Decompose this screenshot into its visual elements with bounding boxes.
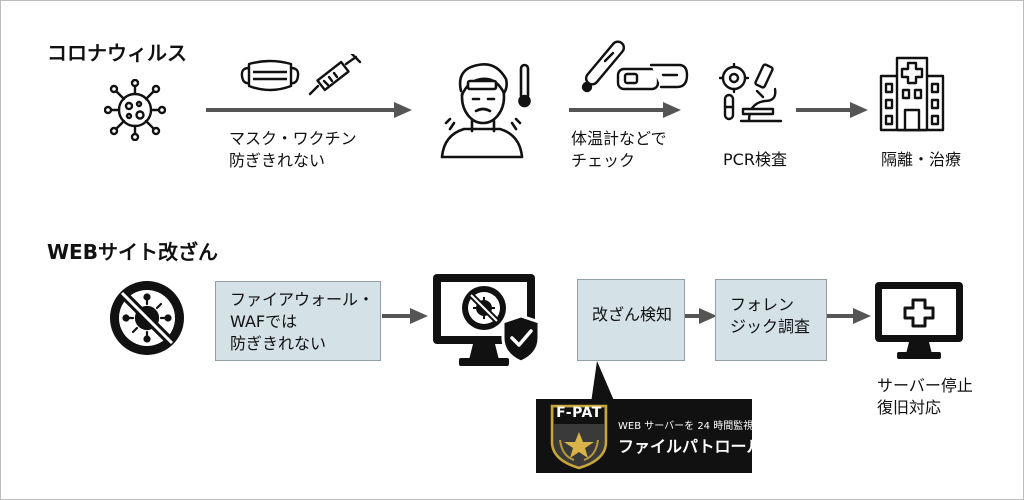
arrow-5: [685, 308, 717, 324]
syringe-icon: [304, 54, 368, 98]
sick-person-icon: [436, 57, 536, 161]
virus-icon: [104, 79, 166, 141]
thermometer-icon: [579, 39, 637, 97]
mask-icon: [239, 58, 301, 94]
arrow-3: [796, 102, 868, 118]
fpat-tagline: WEB サーバーを 24 時間監視: [618, 421, 754, 432]
recovery-monitor-icon: [873, 280, 967, 364]
caption-server-recovery: サーバー停止 復旧対応: [877, 376, 973, 417]
protected-monitor-icon: [431, 272, 543, 372]
forensic-box: フォレン ジック調査: [715, 279, 827, 361]
no-virus-icon: [108, 279, 186, 357]
hospital-icon: [877, 54, 947, 132]
fpat-badge: F-PAT WEB サーバーを 24 時間監視 ファイルパトロール: [536, 399, 762, 473]
arrow-6: [827, 308, 871, 324]
arrow-2: [569, 102, 681, 118]
web-title: WEBサイト改ざん: [47, 240, 218, 264]
caption-thermometer: 体温計などで チェック: [571, 129, 667, 170]
caption-isolation: 隔離・治療: [881, 150, 962, 169]
tamper-detection-box: 改ざん検知: [577, 279, 685, 361]
arrow-4: [382, 308, 428, 324]
fpat-logo-text: F-PAT: [556, 405, 602, 421]
fpat-product-name: ファイルパトロール: [618, 437, 763, 456]
fpat-shield-logo: [548, 402, 610, 470]
callout-pointer: [591, 361, 621, 403]
microscope-icon: [719, 63, 785, 127]
corona-title: コロナウィルス: [47, 41, 187, 65]
firewall-box: ファイアウォール・ WAFでは 防ぎきれない: [215, 281, 381, 361]
caption-pcr: PCR検査: [723, 150, 787, 169]
caption-mask-vaccine: マスク・ワクチン 防ぎきれない: [229, 129, 357, 170]
arrow-1: [206, 102, 412, 118]
pulse-oximeter-icon: [615, 61, 689, 93]
